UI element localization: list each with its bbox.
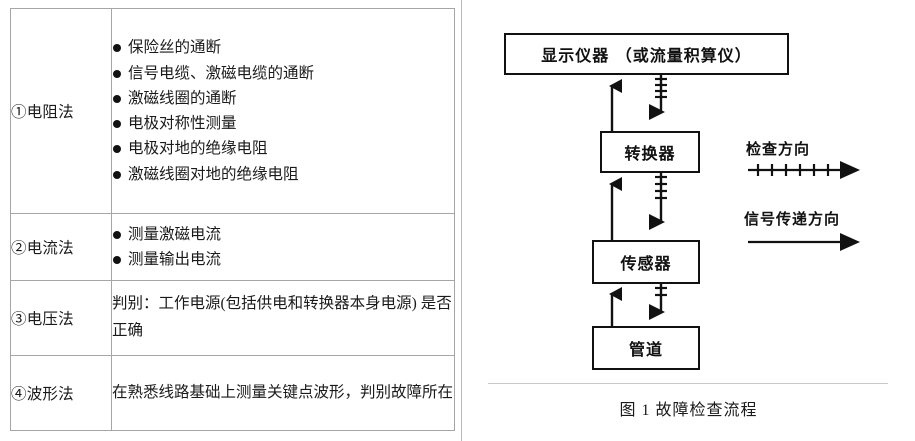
table-row: ②电流法 测量激磁电流 测量输出电流 (10, 213, 455, 281)
method-detail-text: 判别：工作电源(包括供电和转换器本身电源) 是否正确 (112, 295, 452, 339)
method-detail-cell: 在熟悉线路基础上测量关键点波形，判别故障所在 (111, 355, 455, 431)
node-display-instrument: 显示仪器 （或流量积算仪） (504, 33, 789, 75)
list-item: 激磁线圈对地的绝缘电阻 (112, 162, 454, 187)
fault-method-table: ①电阻法 保险丝的通断 信号电缆、激磁电缆的通断 激磁线圈的通断 电极对称性测量… (10, 8, 455, 431)
node-converter: 转换器 (600, 131, 700, 173)
list-item: 测量激磁电流 (112, 222, 454, 247)
node-sensor: 传感器 (592, 240, 700, 284)
node-pipe: 管道 (592, 326, 700, 370)
legend-signal-direction-label: 信号传递方向 (744, 210, 841, 228)
table-row: ①电阻法 保险丝的通断 信号电缆、激磁电缆的通断 激磁线圈的通断 电极对称性测量… (10, 8, 455, 214)
check-edge-hatches (655, 77, 667, 297)
method-name-cell: ④波形法 (10, 355, 112, 431)
method-name-cell: ①电阻法 (10, 8, 112, 214)
diagram-pane: 显示仪器 （或流量积算仪） 转换器 传感器 管道 检查方向 信号传递方向 (461, 0, 915, 441)
figure-caption: 图 1 故障检查流程 (619, 402, 758, 419)
caption-divider (488, 383, 888, 384)
method-name-cell: ③电压法 (10, 280, 112, 356)
bullet-list: 保险丝的通断 信号电缆、激磁电缆的通断 激磁线圈的通断 电极对称性测量 电极对地… (112, 35, 454, 187)
list-item: 激磁线圈的通断 (112, 86, 454, 111)
bullet-list: 测量激磁电流 测量输出电流 (112, 222, 454, 273)
table-row: ④波形法 在熟悉线路基础上测量关键点波形，判别故障所在 (10, 355, 455, 431)
method-name-cell: ②电流法 (10, 213, 112, 281)
method-detail-cell: 判别：工作电源(包括供电和转换器本身电源) 是否正确 (111, 280, 455, 356)
method-detail-text: 在熟悉线路基础上测量关键点波形，判别故障所在 (112, 383, 454, 401)
list-item: 测量输出电流 (112, 247, 454, 272)
fault-check-flow-diagram: 显示仪器 （或流量积算仪） 转换器 传感器 管道 检查方向 信号传递方向 (462, 0, 915, 441)
list-item: 电极对称性测量 (112, 111, 454, 136)
table-row: ③电压法 判别：工作电源(包括供电和转换器本身电源) 是否正确 (10, 280, 455, 356)
list-item: 电极对地的绝缘电阻 (112, 136, 454, 161)
method-detail-cell: 测量激磁电流 测量输出电流 (111, 213, 455, 281)
method-table-pane: ①电阻法 保险丝的通断 信号电缆、激磁电缆的通断 激磁线圈的通断 电极对称性测量… (10, 8, 455, 431)
legend-check-direction-arrow-icon (748, 161, 860, 179)
legend-check-direction-label: 检查方向 (746, 140, 811, 158)
list-item: 保险丝的通断 (112, 35, 454, 60)
diagram-edges (609, 75, 667, 326)
method-detail-cell: 保险丝的通断 信号电缆、激磁电缆的通断 激磁线圈的通断 电极对称性测量 电极对地… (111, 8, 455, 214)
list-item: 信号电缆、激磁电缆的通断 (112, 61, 454, 86)
legend-signal-direction-arrow-icon (748, 233, 860, 251)
